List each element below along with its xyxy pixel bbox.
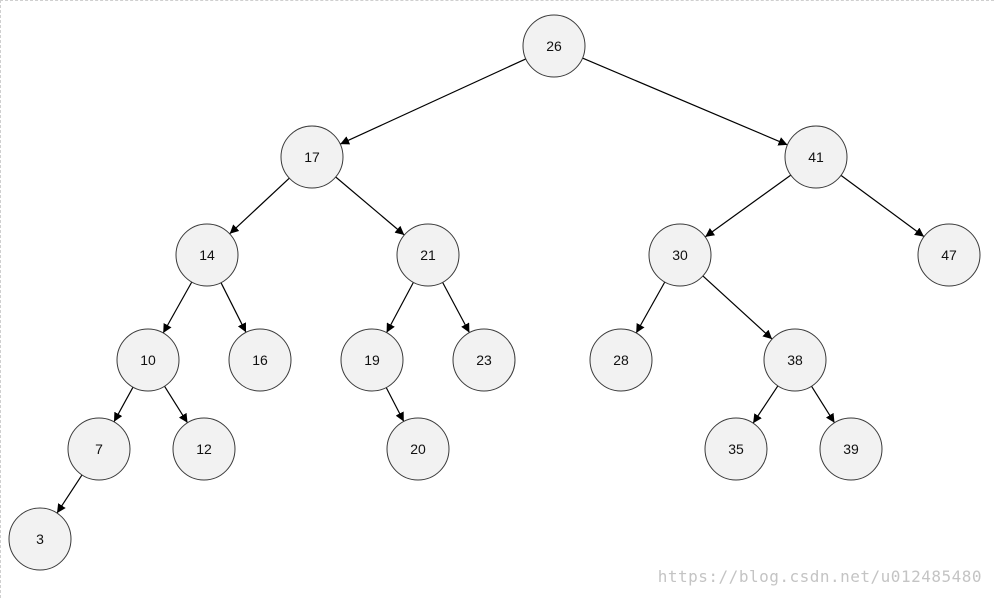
node-label: 3 (36, 531, 44, 547)
node-circle (228, 328, 292, 392)
edge-38-to-39 (810, 385, 836, 424)
tree-node-3: 3 (8, 507, 72, 571)
tree-node-10: 10 (116, 328, 180, 392)
tree-node-14: 14 (175, 223, 239, 287)
node-label: 30 (672, 247, 688, 263)
node-circle (522, 14, 586, 78)
node-label: 39 (843, 441, 859, 457)
node-circle (8, 507, 72, 571)
tree-node-38: 38 (763, 328, 827, 392)
node-circle (386, 417, 450, 481)
edge-38-to-35 (752, 385, 779, 424)
node-label: 12 (196, 441, 212, 457)
node-circle (452, 328, 516, 392)
tree-node-47: 47 (917, 223, 981, 287)
edge-30-to-28 (635, 281, 666, 334)
node-circle (819, 417, 883, 481)
node-label: 23 (476, 352, 492, 368)
edge-14-to-10 (162, 281, 193, 334)
edge-10-to-7 (113, 386, 134, 423)
node-label: 10 (140, 352, 156, 368)
node-circle (917, 223, 981, 287)
watermark-text: https://blog.csdn.net/u012485480 (657, 567, 982, 586)
edge-7-to-3 (56, 474, 83, 514)
tree-node-19: 19 (340, 328, 404, 392)
tree-node-16: 16 (228, 328, 292, 392)
node-circle (763, 328, 827, 392)
edge-17-to-21 (335, 176, 405, 236)
node-circle (340, 328, 404, 392)
node-circle (648, 223, 712, 287)
tree-node-17: 17 (280, 125, 344, 189)
node-circle (67, 417, 131, 481)
edge-10-to-12 (163, 385, 189, 424)
tree-node-23: 23 (452, 328, 516, 392)
node-circle (784, 125, 848, 189)
node-label: 14 (199, 247, 215, 263)
node-label: 20 (410, 441, 426, 457)
tree-node-39: 39 (819, 417, 883, 481)
node-label: 26 (546, 38, 562, 54)
tree-node-21: 21 (396, 223, 460, 287)
edge-26-to-17 (339, 58, 527, 145)
node-label: 7 (95, 441, 103, 457)
node-circle (704, 417, 768, 481)
edges-layer (56, 57, 925, 514)
node-circle (175, 223, 239, 287)
tree-node-28: 28 (589, 328, 653, 392)
node-label: 19 (364, 352, 380, 368)
node-label: 17 (304, 149, 320, 165)
tree-node-7: 7 (67, 417, 131, 481)
node-label: 38 (787, 352, 803, 368)
tree-node-20: 20 (386, 417, 450, 481)
tree-node-12: 12 (172, 417, 236, 481)
edge-41-to-47 (840, 174, 925, 238)
node-circle (280, 125, 344, 189)
node-circle (172, 417, 236, 481)
node-circle (396, 223, 460, 287)
edge-21-to-19 (386, 282, 414, 333)
tree-node-30: 30 (648, 223, 712, 287)
edge-30-to-38 (702, 275, 773, 340)
node-circle (589, 328, 653, 392)
edge-14-to-16 (220, 282, 247, 333)
nodes-layer: 26 17 41 14 21 30 47 10 16 19 23 28 38 7 12 20 35 39 3 (8, 14, 981, 571)
node-label: 28 (613, 352, 629, 368)
node-label: 47 (941, 247, 957, 263)
edge-26-to-41 (582, 57, 788, 146)
node-label: 35 (728, 441, 744, 457)
node-circle (116, 328, 180, 392)
node-label: 41 (808, 149, 824, 165)
edge-17-to-14 (229, 177, 290, 235)
edge-21-to-23 (442, 282, 470, 333)
tree-node-26: 26 (522, 14, 586, 78)
tree-node-35: 35 (704, 417, 768, 481)
tree-node-41: 41 (784, 125, 848, 189)
edge-41-to-30 (704, 174, 792, 238)
node-label: 21 (420, 247, 436, 263)
node-label: 16 (252, 352, 268, 368)
edge-19-to-20 (385, 387, 405, 422)
